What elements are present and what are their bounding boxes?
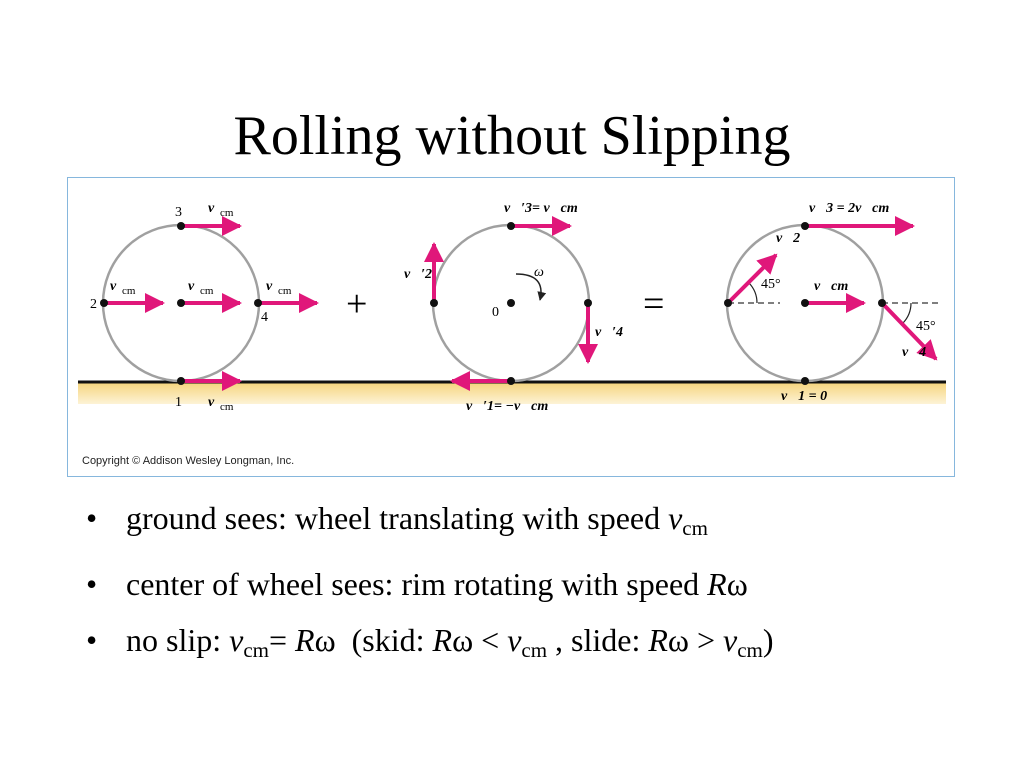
vcm-label-top: v⃗cm bbox=[208, 201, 234, 219]
rotation-v4-label: v⃗′4 bbox=[595, 325, 623, 340]
label-point-3: 3 bbox=[175, 205, 182, 220]
rolling-wheel-figure: 3 2 4 1 v⃗cm v⃗cm v⃗cm v⃗cm v⃗cm + 0 ω v… bbox=[67, 177, 955, 477]
point-center bbox=[177, 299, 185, 307]
angle-label-left: 45° bbox=[761, 277, 781, 292]
svg-text:v⃗: v⃗ bbox=[110, 279, 127, 294]
point-bottom bbox=[177, 377, 185, 385]
svg-text:cm: cm bbox=[278, 285, 292, 297]
point-right bbox=[254, 299, 262, 307]
rotation-v3-label: v⃗′3= v⃗cm bbox=[504, 201, 578, 216]
bullet-no-slip: • no slip: vcm= Rω (skid: Rω < vcm , sli… bbox=[86, 612, 986, 678]
svg-text:v⃗: v⃗ bbox=[208, 201, 225, 216]
svg-text:cm: cm bbox=[220, 207, 234, 219]
combined-arrows bbox=[726, 216, 938, 361]
bullet-ground: • ground sees: wheel translating with sp… bbox=[86, 490, 986, 556]
wheel-diagram: 3 2 4 1 v⃗cm v⃗cm v⃗cm v⃗cm v⃗cm + 0 ω v… bbox=[78, 201, 946, 414]
angle-arc-right bbox=[902, 302, 912, 324]
bullet-list: • ground sees: wheel translating with sp… bbox=[86, 490, 986, 678]
omega-arrow bbox=[515, 273, 547, 301]
label-point-2: 2 bbox=[90, 297, 97, 312]
center-label-0: 0 bbox=[492, 305, 499, 320]
ground bbox=[78, 382, 946, 404]
rotation-v1-label: v⃗′1= −v⃗cm bbox=[466, 399, 548, 414]
slide-title: Rolling without Slipping bbox=[233, 105, 791, 167]
bullet-dot: • bbox=[86, 622, 98, 658]
svg-text:cm: cm bbox=[122, 285, 136, 297]
vcm-label-center: v⃗cm bbox=[188, 279, 214, 297]
combined-v3-label: v⃗3 = 2v⃗cm bbox=[809, 201, 889, 216]
angle-arc-left bbox=[748, 282, 758, 304]
svg-text:cm: cm bbox=[200, 285, 214, 297]
point-top bbox=[177, 222, 185, 230]
bullet-dot: • bbox=[86, 566, 98, 602]
angle-label-right: 45° bbox=[916, 319, 936, 334]
combined-vcm-label: v⃗cm bbox=[814, 279, 848, 294]
rotation-v2-label: v⃗′2 bbox=[404, 267, 432, 282]
svg-text:v⃗: v⃗ bbox=[188, 279, 205, 294]
svg-text:cm: cm bbox=[220, 401, 234, 413]
label-point-4: 4 bbox=[261, 310, 268, 325]
bullet-center: • center of wheel sees: rim rotating wit… bbox=[86, 556, 986, 612]
vcm-label-right: v⃗cm bbox=[266, 279, 292, 297]
bullet-dot: • bbox=[86, 500, 98, 536]
svg-text:v⃗: v⃗ bbox=[208, 395, 225, 410]
vcm-label-left: v⃗cm bbox=[110, 279, 136, 297]
rotation-arrows bbox=[424, 216, 598, 391]
translation-arrows bbox=[104, 216, 319, 391]
label-point-1: 1 bbox=[175, 395, 182, 410]
combined-v4-label: v⃗4 bbox=[902, 345, 926, 360]
copyright-notice: Copyright © Addison Wesley Longman, Inc. bbox=[82, 455, 295, 467]
combined-v2-label: v⃗2 bbox=[776, 231, 800, 246]
combined-v1-label: v⃗1 = 0 bbox=[781, 389, 827, 404]
svg-text:v⃗: v⃗ bbox=[266, 279, 283, 294]
equals-sign: = bbox=[643, 283, 664, 325]
plus-sign: + bbox=[346, 283, 367, 325]
omega-label: ω bbox=[534, 265, 544, 280]
vcm-label-bottom: v⃗cm bbox=[208, 395, 234, 413]
point-left bbox=[100, 299, 108, 307]
